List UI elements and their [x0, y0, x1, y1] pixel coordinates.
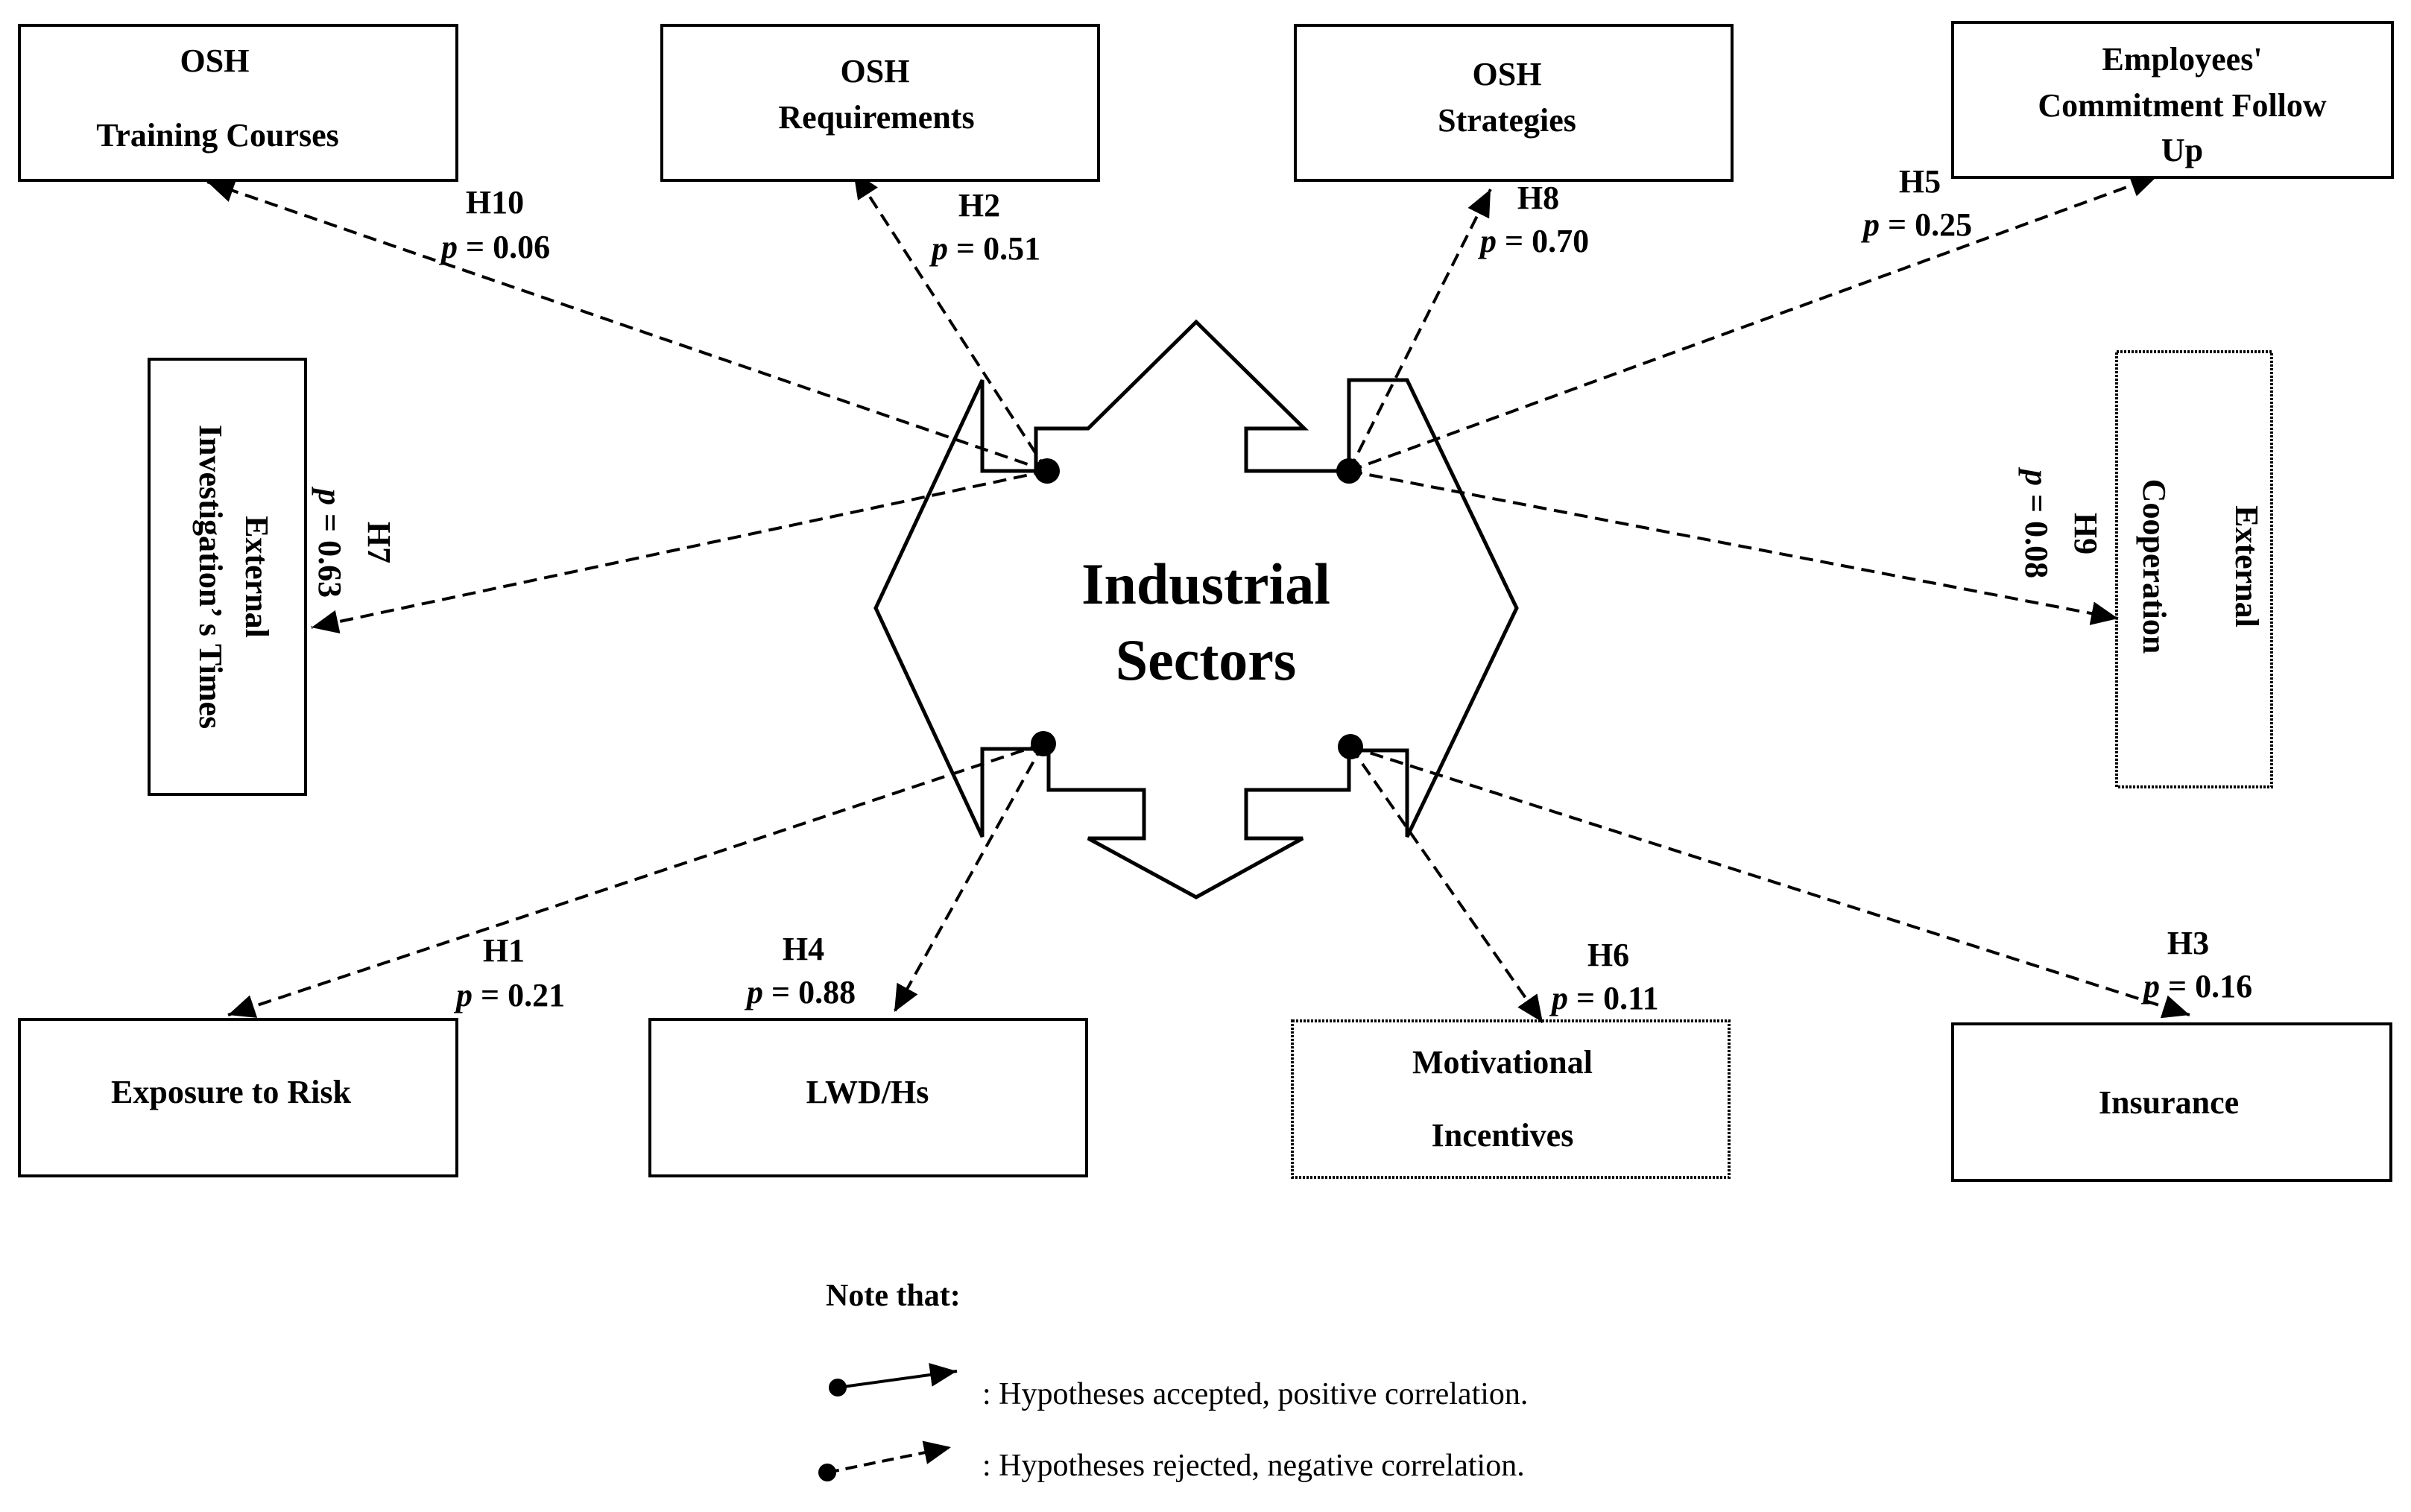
hyp-h3-id: H3: [2167, 925, 2209, 961]
arrow-h9: [1348, 469, 2119, 625]
arrow-h3: [1350, 745, 2190, 1019]
arrow-h8: [1347, 189, 1492, 472]
box-osh-training-courses: [18, 24, 458, 182]
hyp-h1-id: H1: [483, 932, 525, 969]
box-osh-training-line1: OSH: [180, 42, 250, 79]
legend-accepted-arrow: [837, 1363, 958, 1389]
box-commitment-line2: Commitment Follow: [2038, 87, 2327, 124]
hyp-h5-p: p = 0.25: [1860, 206, 1972, 243]
box-lwd-hs: [648, 1018, 1088, 1177]
box-insurance: [1951, 1022, 2392, 1182]
hyp-h4-id: H4: [783, 931, 824, 967]
legend: Note that: : Hypotheses accepted, positi…: [818, 1279, 1528, 1483]
box-osh-requirements-line2: Requirements: [778, 99, 974, 136]
hyp-h5-id: H5: [1899, 163, 1941, 200]
arrow-h5: [1348, 174, 2158, 472]
hyp-h1-p: p = 0.21: [453, 977, 565, 1013]
hyp-h7-p: p = 0.63: [312, 486, 348, 598]
box-exposure-to-risk: [18, 1018, 458, 1177]
box-motivational-line2: Incentives: [1432, 1117, 1574, 1154]
hyp-h3-p: p = 0.16: [2140, 968, 2252, 1005]
hyp-h6-p: p = 0.11: [1549, 980, 1659, 1016]
box-osh-strategies-line1: OSH: [1473, 56, 1542, 92]
hyp-h6-id: H6: [1587, 937, 1629, 973]
legend-accepted-text: : Hypotheses accepted, positive correlat…: [982, 1377, 1528, 1411]
hyp-h10-p: p = 0.06: [438, 229, 550, 265]
hyp-h2-id: H2: [958, 187, 1000, 224]
box-motivational-incentives: [1291, 1019, 1731, 1179]
hyp-h9-p: p = 0.08: [2018, 466, 2055, 578]
box-motivational-line1: Motivational: [1412, 1044, 1593, 1081]
center-label-line2: Sectors: [1116, 627, 1297, 692]
box-employees-commitment: [1951, 21, 2394, 179]
box-commitment-line3: Up: [2161, 132, 2203, 168]
arrow-h6: [1349, 745, 1544, 1024]
arrow-h2: [852, 170, 1049, 472]
legend-rejected-text: : Hypotheses rejected, negative correlat…: [982, 1449, 1525, 1483]
hyp-h8-p: p = 0.70: [1477, 223, 1589, 259]
legend-title: Note that:: [826, 1279, 961, 1313]
arrow-h4: [893, 743, 1045, 1013]
box-lwd-line1: LWD/Hs: [806, 1074, 929, 1110]
legend-rejected-arrow: [827, 1440, 952, 1474]
hyp-h9-id: H9: [2067, 513, 2104, 554]
box-osh-requirements: [660, 24, 1100, 182]
hyp-h2-p: p = 0.51: [929, 230, 1040, 267]
box-commitment-line1: Employees': [2102, 41, 2262, 78]
box-exposure-line1: Exposure to Risk: [111, 1074, 351, 1110]
arrow-h1: [227, 742, 1044, 1018]
box-external-investigation: [148, 358, 307, 796]
box-osh-requirements-line1: OSH: [841, 53, 910, 89]
box-insurance-line1: Insurance: [2099, 1084, 2239, 1121]
arrow-h7: [311, 469, 1048, 634]
box-cooperation-line1: External: [2228, 505, 2265, 627]
hyp-h4-p: p = 0.88: [744, 974, 856, 1010]
hyp-h8-id: H8: [1517, 180, 1559, 216]
hyp-h10-id: H10: [466, 184, 524, 221]
hyp-h7-id: H7: [361, 522, 397, 563]
box-osh-training-line2: Training Courses: [96, 117, 339, 154]
arrow-h10: [206, 179, 1048, 472]
box-cooperation-line2: Cooperation: [2136, 479, 2173, 654]
center-label-line1: Industrial: [1081, 551, 1330, 616]
box-investigation-line1: External: [238, 516, 275, 638]
box-osh-strategies-line2: Strategies: [1438, 102, 1576, 139]
box-investigation-line2: Investigation’ s Times: [192, 425, 229, 729]
box-osh-strategies: [1294, 24, 1734, 182]
box-external-cooperation: [2115, 350, 2273, 788]
